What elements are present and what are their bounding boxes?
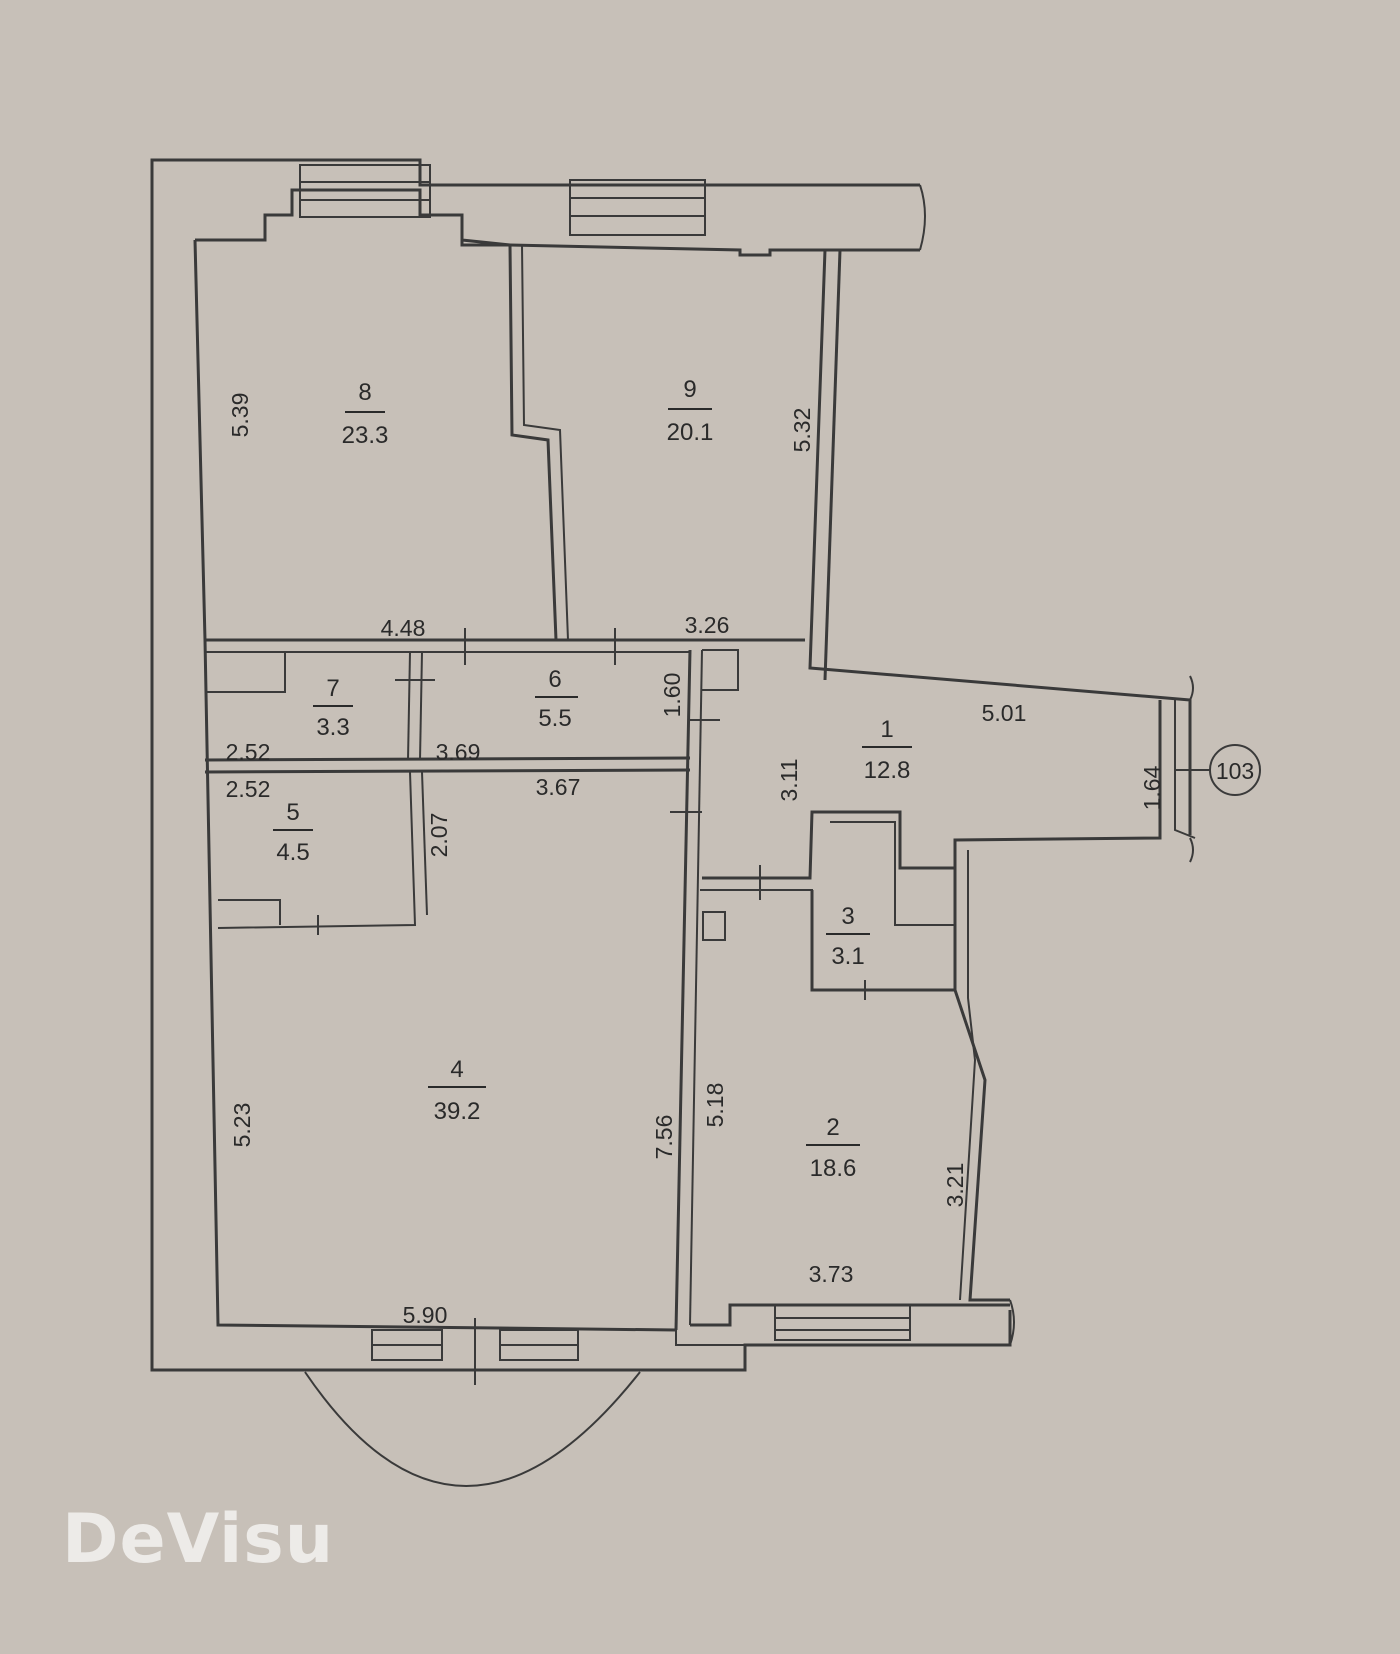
dim-room9-height: 5.32 <box>789 408 815 453</box>
apartment-circle <box>1209 744 1261 796</box>
break-mark-top <box>1189 675 1194 701</box>
wall-5-corner <box>218 899 281 925</box>
wall-hall-bottom-b <box>700 821 956 991</box>
outer-wall <box>150 158 1012 1372</box>
room-1-number: 1 <box>880 716 893 743</box>
wall-room3 <box>810 890 955 992</box>
room-3-area: 3.1 <box>831 943 864 970</box>
break-mark-bottom <box>1189 837 1194 863</box>
dim-hall-height: 3.11 <box>776 758 802 801</box>
wall-center-vertical <box>674 649 692 1331</box>
wall-bottom-right-b <box>675 1330 745 1346</box>
wall-bottom-right <box>690 1303 1010 1327</box>
wall-7-6 <box>407 651 411 761</box>
apartment-marker: 103 <box>1175 744 1261 796</box>
dim-room8-height: 5.39 <box>227 393 253 438</box>
room-6-area: 5.5 <box>538 705 571 732</box>
dim-room6-width: 3.69 <box>436 739 481 765</box>
room-3: 3 3.1 <box>826 903 870 970</box>
windows <box>299 164 911 1487</box>
room-7-area: 3.3 <box>316 714 349 741</box>
wall-7-corner <box>205 652 286 693</box>
entrance-wall-b <box>1174 700 1196 839</box>
wall-corridor-bottom-2 <box>204 768 691 774</box>
room-9: 9 20.1 <box>667 376 714 446</box>
dim-room6-height: 1.60 <box>659 673 685 718</box>
dim-room8-width: 4.48 <box>381 615 426 641</box>
balcony-arc <box>304 1371 641 1487</box>
watermark-logo: DeVisu <box>62 1500 335 1579</box>
window-room9 <box>569 179 706 236</box>
dim-room4-left: 5.23 <box>229 1103 255 1148</box>
walls <box>150 158 1196 1372</box>
wall-8-9 <box>508 244 558 641</box>
left-inner-wall <box>193 239 677 1332</box>
room-2-area: 18.6 <box>810 1155 857 1182</box>
apartment-number: 103 <box>1216 758 1254 784</box>
wall-7-6-b <box>419 651 423 761</box>
room-1: 1 12.8 <box>862 716 912 784</box>
dim-entrance: 1.64 <box>1139 765 1165 810</box>
dim-hall-width: 5.01 <box>982 700 1027 726</box>
inner-wall-left <box>195 188 511 247</box>
dim-room4-top: 3.67 <box>536 774 581 800</box>
room-9-number: 9 <box>683 376 696 403</box>
break-mark-top-right <box>919 184 926 251</box>
dim-room4-bottom: 5.90 <box>403 1302 448 1328</box>
room-5: 5 4.5 <box>273 799 313 866</box>
top-right-wall-inner <box>823 249 842 681</box>
dim-room4-right: 7.56 <box>651 1115 677 1160</box>
room-2: 2 18.6 <box>806 1114 860 1182</box>
room-8: 8 23.3 <box>342 379 389 449</box>
room-8-area: 23.3 <box>342 422 389 449</box>
room-6: 6 5.5 <box>535 666 578 732</box>
top-right-wall-outer <box>808 249 1192 835</box>
top-wall-right <box>460 240 920 257</box>
wall-8-9-inner <box>521 244 569 641</box>
room-2-number: 2 <box>826 1114 839 1141</box>
wall-center-vertical-b <box>689 649 703 1326</box>
dim-room9-width: 3.26 <box>685 612 730 638</box>
window-room8 <box>299 164 431 218</box>
room-7: 7 3.3 <box>313 675 353 741</box>
room-4: 4 39.2 <box>428 1056 486 1125</box>
dim-room2-right: 3.21 <box>942 1163 968 1208</box>
room-4-area: 39.2 <box>434 1098 481 1125</box>
wall-hall-bottom <box>702 810 1162 880</box>
dim-room2-bottom: 3.73 <box>809 1261 854 1287</box>
door-marks <box>317 628 866 1385</box>
room-7-number: 7 <box>326 675 339 702</box>
dim-room2-left: 5.18 <box>702 1083 728 1128</box>
dim-room7-width: 2.52 <box>226 739 271 765</box>
room-9-area: 20.1 <box>667 419 714 446</box>
wall-5-b <box>421 771 428 916</box>
room-1-area: 12.8 <box>864 757 911 784</box>
room-5-area: 4.5 <box>276 839 309 866</box>
wall-hall-box <box>702 649 739 691</box>
room-8-number: 8 <box>358 379 371 406</box>
wall-5 <box>217 771 417 929</box>
break-mark-bottom-right <box>1009 1299 1015 1346</box>
wall-room2-right-b <box>959 850 977 1301</box>
window-room2 <box>774 1304 911 1341</box>
wall-room2-right <box>953 840 1010 1302</box>
room-5-number: 5 <box>286 799 299 826</box>
room-6-number: 6 <box>548 666 561 693</box>
room-3-number: 3 <box>841 903 854 930</box>
dim-room5-height: 2.07 <box>426 813 452 858</box>
dimension-labels: 5.39 5.32 4.48 3.26 5.01 1.64 2.52 3.69 … <box>226 393 1165 1328</box>
dim-room5-width: 2.52 <box>226 776 271 802</box>
wall-corridor-bottom <box>204 756 691 762</box>
room-4-number: 4 <box>450 1056 463 1083</box>
room-labels: 8 23.3 9 20.1 7 3.3 6 5.5 1 <box>273 376 912 1182</box>
